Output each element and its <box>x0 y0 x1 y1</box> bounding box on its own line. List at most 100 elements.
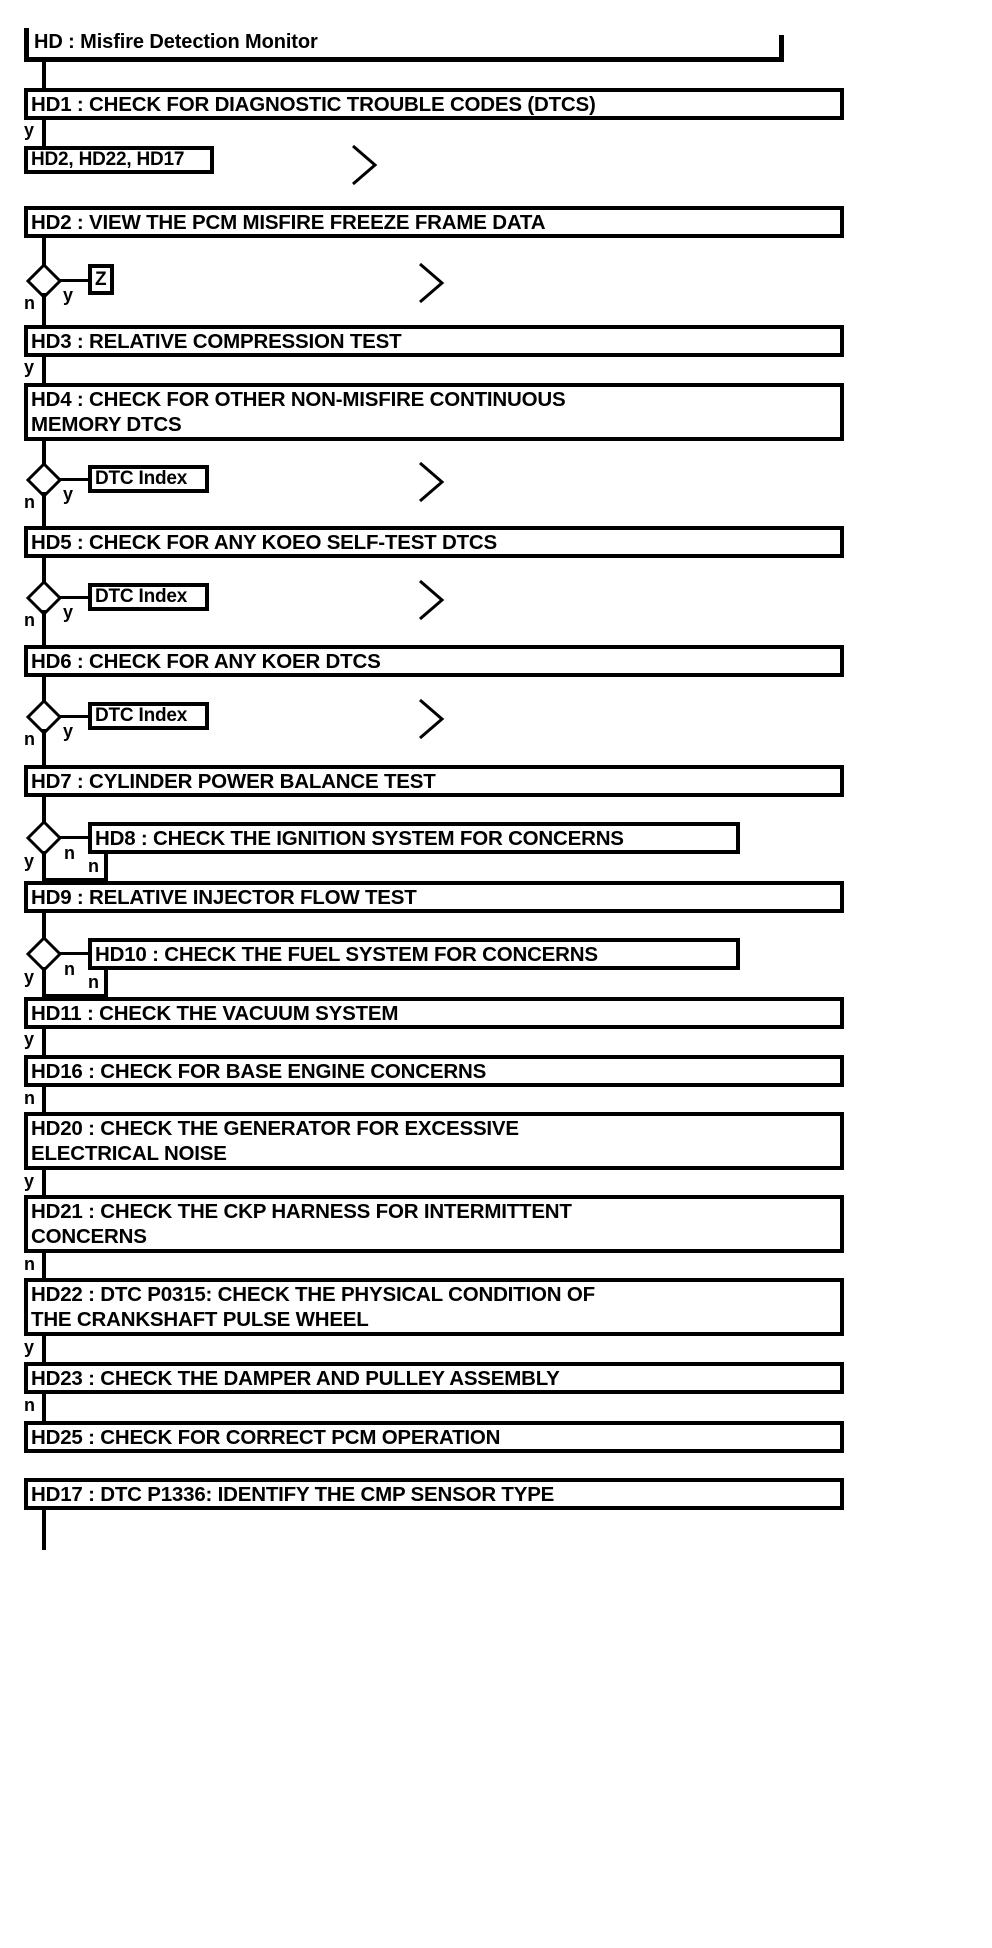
edge-label-hd2-y: y <box>63 285 74 305</box>
step-box-hd6[interactable]: HD6 : CHECK FOR ANY KOER DTCS <box>24 645 844 677</box>
edge-label-hd4-n: n <box>24 492 35 512</box>
step-label-hd25: HD25 : CHECK FOR CORRECT PCM OPERATION <box>31 1425 501 1449</box>
edge-label-hd9-y: y <box>24 967 35 987</box>
connector-hd1-ref <box>42 120 46 148</box>
connector-hd2-yes <box>58 279 91 282</box>
reference-label-1: HD2, HD22, HD17 <box>31 149 185 170</box>
edge-label-hd7-y: y <box>24 851 35 871</box>
connector-hd10-n-down <box>104 970 108 998</box>
step-box-hd1[interactable]: HD1 : CHECK FOR DIAGNOSTIC TROUBLE CODES… <box>24 88 844 120</box>
edge-label-hd20-y: y <box>24 1171 35 1191</box>
reference-chip-dtc-index-3[interactable]: DTC Index <box>88 702 209 730</box>
step-label-hd21: HD21 : CHECK THE CKP HARNESS FOR INTERMI… <box>31 1199 572 1249</box>
reference-chip-hd2-hd22-hd17[interactable]: HD2, HD22, HD17 <box>24 146 214 174</box>
step-label-hd8: HD8 : CHECK THE IGNITION SYSTEM FOR CONC… <box>95 826 624 850</box>
edge-label-hd11-y: y <box>24 1029 35 1049</box>
edge-label-hd5-y: y <box>63 602 74 622</box>
edge-label-hd21-n: n <box>24 1254 35 1274</box>
edge-label-hd2-n: n <box>24 293 35 313</box>
step-label-hd9: HD9 : RELATIVE INJECTOR FLOW TEST <box>31 885 417 909</box>
connector-hd4-yes <box>58 478 91 481</box>
step-box-hd7[interactable]: HD7 : CYLINDER POWER BALANCE TEST <box>24 765 844 797</box>
step-box-hd3[interactable]: HD3 : RELATIVE COMPRESSION TEST <box>24 325 844 357</box>
step-box-hd10[interactable]: HD10 : CHECK THE FUEL SYSTEM FOR CONCERN… <box>88 938 740 970</box>
reference-chip-dtc-index-1[interactable]: DTC Index <box>88 465 209 493</box>
step-label-hd5: HD5 : CHECK FOR ANY KOEO SELF-TEST DTCS <box>31 530 498 554</box>
connector-hd4-no-hd5 <box>42 492 46 528</box>
step-box-hd2[interactable]: HD2 : VIEW THE PCM MISFIRE FREEZE FRAME … <box>24 206 844 238</box>
connector-hd7-trunk <box>42 851 46 883</box>
step-box-hd17[interactable]: HD17 : DTC P1336: IDENTIFY THE CMP SENSO… <box>24 1478 844 1510</box>
step-label-hd17: HD17 : DTC P1336: IDENTIFY THE CMP SENSO… <box>31 1482 555 1506</box>
step-box-hd22[interactable]: HD22 : DTC P0315: CHECK THE PHYSICAL CON… <box>24 1278 844 1336</box>
reference-label-dtc-2: DTC Index <box>95 586 188 607</box>
step-box-hd16[interactable]: HD16 : CHECK FOR BASE ENGINE CONCERNS <box>24 1055 844 1087</box>
edge-label-hd3-y: y <box>24 357 35 377</box>
step-box-hd25[interactable]: HD25 : CHECK FOR CORRECT PCM OPERATION <box>24 1421 844 1453</box>
connector-hd8-n-left <box>42 878 108 882</box>
step-box-hd8[interactable]: HD8 : CHECK THE IGNITION SYSTEM FOR CONC… <box>88 822 740 854</box>
step-label-hd2: HD2 : VIEW THE PCM MISFIRE FREEZE FRAME … <box>31 210 546 234</box>
connector-hd22-hd23 <box>42 1336 46 1363</box>
connector-hd7-diamond <box>42 797 46 823</box>
reference-chip-dtc-index-2[interactable]: DTC Index <box>88 583 209 611</box>
offpage-connector-2 <box>416 261 448 305</box>
connector-hd11-hd16 <box>42 1029 46 1057</box>
step-label-hd4: HD4 : CHECK FOR OTHER NON-MISFIRE CONTIN… <box>31 387 566 437</box>
reference-label-z: Z <box>95 268 107 290</box>
connector-hd16-hd20 <box>42 1087 46 1113</box>
page-title: HD : Misfire Detection Monitor <box>34 31 318 53</box>
offpage-connector-5 <box>416 697 448 741</box>
connector-title-hd1 <box>42 62 46 91</box>
connector-hd2-no-hd3 <box>42 293 46 327</box>
connector-hd20-hd21 <box>42 1170 46 1196</box>
connector-hd9-diamond <box>42 913 46 939</box>
step-label-hd1: HD1 : CHECK FOR DIAGNOSTIC TROUBLE CODES… <box>31 92 596 116</box>
offpage-connector-4 <box>416 578 448 622</box>
reference-chip-z[interactable]: Z <box>88 264 114 295</box>
edge-label-hd10-n: n <box>88 972 99 992</box>
connector-hd4-diamond <box>42 441 46 467</box>
title-right-stub <box>779 35 784 57</box>
connector-hd9-trunk <box>42 967 46 999</box>
reference-label-dtc-3: DTC Index <box>95 705 188 726</box>
step-box-hd23[interactable]: HD23 : CHECK THE DAMPER AND PULLEY ASSEM… <box>24 1362 844 1394</box>
offpage-connector-3 <box>416 460 448 504</box>
connector-hd10-n-left <box>42 994 108 998</box>
connector-hd8-n-down <box>104 854 108 882</box>
edge-label-hd1-y: y <box>24 120 35 140</box>
edge-label-hd5-n: n <box>24 610 35 630</box>
connector-hd5-diamond <box>42 558 46 584</box>
step-label-hd23: HD23 : CHECK THE DAMPER AND PULLEY ASSEM… <box>31 1366 560 1390</box>
step-box-hd11[interactable]: HD11 : CHECK THE VACUUM SYSTEM <box>24 997 844 1029</box>
connector-hd9-to-hd10 <box>58 952 90 955</box>
step-label-hd10: HD10 : CHECK THE FUEL SYSTEM FOR CONCERN… <box>95 942 598 966</box>
connector-hd5-no-hd6 <box>42 610 46 646</box>
connector-hd2-diamond <box>42 238 46 268</box>
connector-hd6-diamond <box>42 677 46 703</box>
step-box-hd21[interactable]: HD21 : CHECK THE CKP HARNESS FOR INTERMI… <box>24 1195 844 1253</box>
step-label-hd3: HD3 : RELATIVE COMPRESSION TEST <box>31 329 402 353</box>
edge-label-hd6-y: y <box>63 721 74 741</box>
step-label-hd7: HD7 : CYLINDER POWER BALANCE TEST <box>31 769 436 793</box>
edge-label-hd6-n: n <box>24 729 35 749</box>
connector-hd23-hd25 <box>42 1394 46 1422</box>
diagram-title-box: HD : Misfire Detection Monitor <box>24 28 784 62</box>
connector-hd3-hd4 <box>42 357 46 385</box>
connector-hd21-hd22 <box>42 1253 46 1279</box>
step-label-hd6: HD6 : CHECK FOR ANY KOER DTCS <box>31 649 381 673</box>
step-box-hd20[interactable]: HD20 : CHECK THE GENERATOR FOR EXCESSIVE… <box>24 1112 844 1170</box>
step-box-hd4[interactable]: HD4 : CHECK FOR OTHER NON-MISFIRE CONTIN… <box>24 383 844 441</box>
step-box-hd5[interactable]: HD5 : CHECK FOR ANY KOEO SELF-TEST DTCS <box>24 526 844 558</box>
edge-label-hd4-y: y <box>63 484 74 504</box>
step-label-hd20: HD20 : CHECK THE GENERATOR FOR EXCESSIVE… <box>31 1116 519 1166</box>
step-label-hd22: HD22 : DTC P0315: CHECK THE PHYSICAL CON… <box>31 1282 595 1332</box>
step-label-hd11: HD11 : CHECK THE VACUUM SYSTEM <box>31 1001 399 1025</box>
connector-hd5-yes <box>58 596 91 599</box>
edge-label-hd8-n: n <box>88 856 99 876</box>
step-box-hd9[interactable]: HD9 : RELATIVE INJECTOR FLOW TEST <box>24 881 844 913</box>
connector-hd17-down <box>42 1510 46 1550</box>
connector-hd6-yes <box>58 715 91 718</box>
edge-label-hd16-n: n <box>24 1088 35 1108</box>
